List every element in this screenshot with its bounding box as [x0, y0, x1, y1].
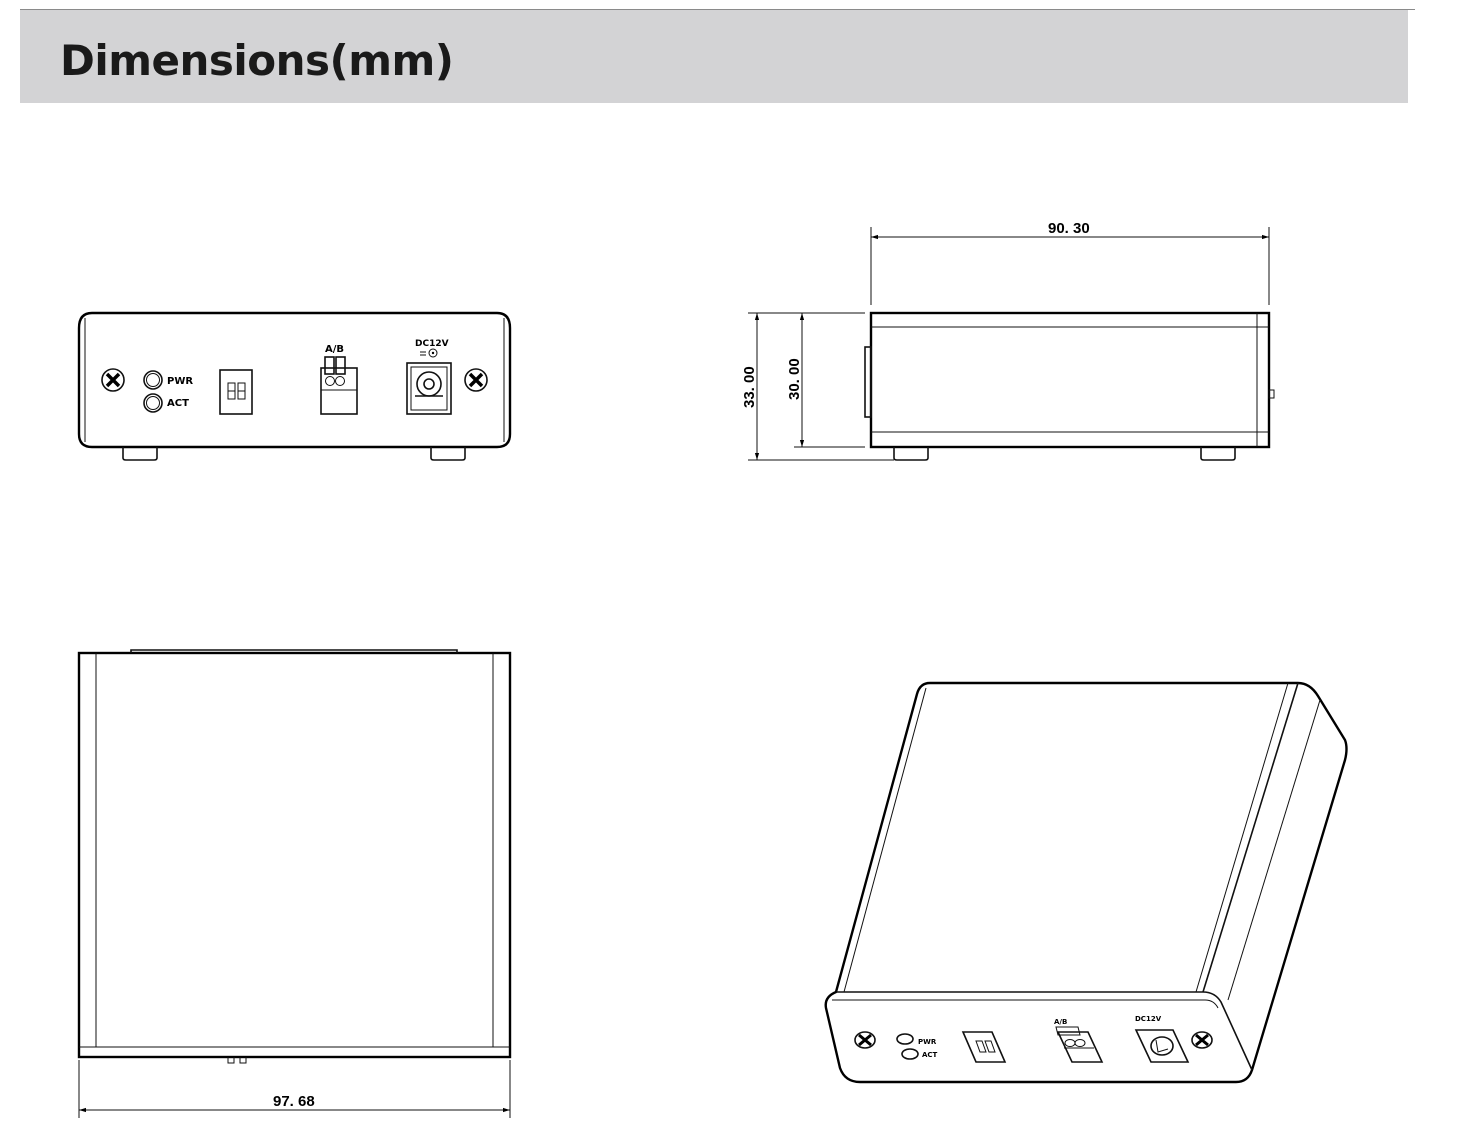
side-view: 90. 30 33. 00 30. 00 [741, 220, 1275, 461]
iso-act-label: ACT [922, 1051, 938, 1059]
foot [122, 447, 158, 461]
dc-jack-icon [1134, 1029, 1190, 1063]
led-icon [896, 1033, 914, 1045]
iso-pwr-label: PWR [918, 1038, 937, 1046]
led-icon [143, 370, 163, 390]
led-icon [143, 393, 163, 413]
terminal-connector-icon [320, 356, 358, 415]
dip-switch-icon [219, 369, 253, 415]
iso-ab-label: A/B [1054, 1018, 1067, 1026]
top-view: 97. 68 [77, 649, 512, 1118]
section-header: Dimensions(mm) [20, 10, 1408, 103]
total-height-dimension: 33. 00 [741, 366, 758, 408]
screw-icon [1191, 1031, 1213, 1049]
screw-icon [854, 1031, 876, 1049]
front-view: PWR ACT A/B DC12V [77, 311, 512, 461]
iso-dc12v-label: DC12V [1135, 1015, 1162, 1023]
led-icon [901, 1048, 919, 1060]
length-dimension: 90. 30 [1048, 220, 1090, 237]
dc-jack-icon [406, 362, 452, 415]
pwr-label: PWR [167, 376, 193, 387]
dc12v-label: DC12V [415, 339, 449, 349]
dip-switch-icon [961, 1031, 1007, 1063]
ab-label: A/B [325, 344, 344, 355]
polarity-icon [420, 348, 438, 358]
terminal-connector-icon [1055, 1026, 1104, 1063]
act-label: ACT [167, 398, 189, 409]
page-title: Dimensions(mm) [60, 36, 454, 85]
body-height-dimension: 30. 00 [786, 358, 803, 400]
header-top-rule [20, 9, 1415, 10]
screw-icon [464, 368, 488, 392]
width-dimension: 97. 68 [273, 1093, 315, 1110]
isometric-view: PWR ACT A/B DC12V [824, 681, 1348, 1084]
screw-icon [101, 368, 125, 392]
foot [430, 447, 466, 461]
